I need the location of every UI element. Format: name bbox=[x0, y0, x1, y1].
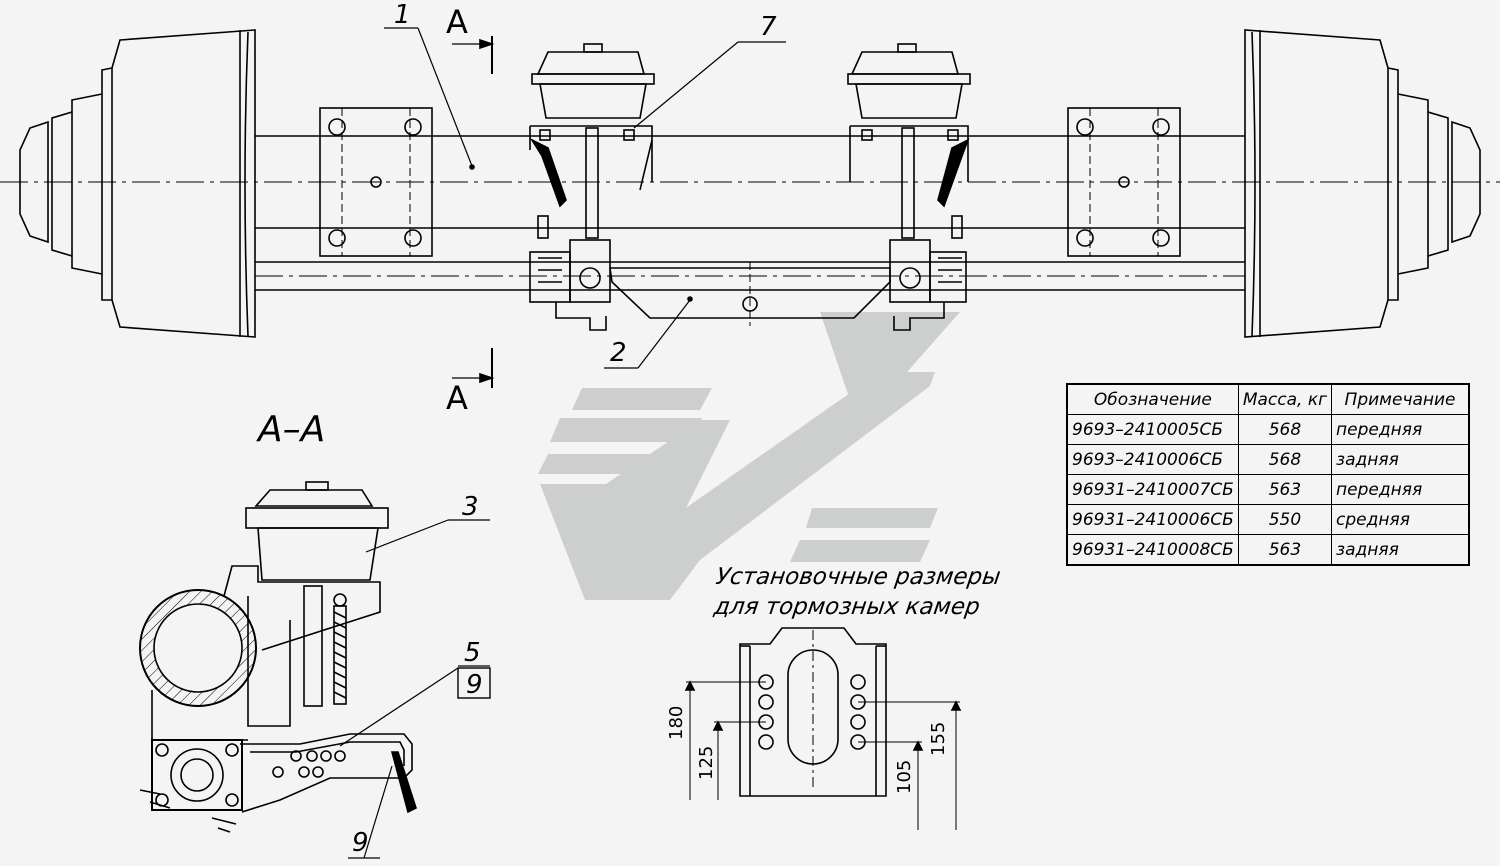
cell-designation: 9693–2410006СБ bbox=[1066, 444, 1239, 475]
cell-mass: 563 bbox=[1237, 534, 1333, 566]
callout-1: 1 bbox=[394, 0, 411, 30]
cell-note: передняя bbox=[1331, 414, 1470, 445]
cell-designation: 9693–2410005СБ bbox=[1066, 414, 1239, 445]
callout-9-bottom: 9 bbox=[352, 828, 369, 858]
section-letter-top: А bbox=[446, 3, 468, 41]
table-row: 96931–2410007СБ 563 передняя bbox=[1066, 474, 1470, 505]
left-brake-chamber bbox=[529, 43, 655, 331]
right-spring-pad bbox=[1067, 107, 1181, 257]
left-spring-pad bbox=[319, 107, 433, 257]
cell-mass: 568 bbox=[1237, 414, 1333, 445]
watermark-logo bbox=[538, 312, 960, 600]
axle-top-view bbox=[0, 27, 1500, 388]
section-letter-bottom: А bbox=[446, 379, 468, 417]
dimension-105: 105 bbox=[894, 759, 915, 794]
dimension-125: 125 bbox=[696, 745, 717, 780]
spec-table-header: Обозначение Масса, кг Примечание bbox=[1066, 383, 1470, 415]
cell-note: задняя bbox=[1331, 534, 1470, 566]
section-a-a-view bbox=[139, 481, 491, 859]
header-designation: Обозначение bbox=[1066, 383, 1239, 415]
mounting-plate-view bbox=[684, 627, 962, 830]
cell-designation: 96931–2410006СБ bbox=[1066, 504, 1239, 535]
spec-table: Обозначение Масса, кг Примечание 9693–24… bbox=[1066, 383, 1471, 566]
right-brake-chamber bbox=[847, 43, 971, 331]
table-row: 9693–2410006СБ 568 задняя bbox=[1066, 444, 1470, 475]
header-mass: Масса, кг bbox=[1237, 383, 1333, 415]
right-wheel-hub bbox=[1244, 29, 1481, 338]
dimension-180: 180 bbox=[666, 705, 687, 740]
cell-note: средняя bbox=[1331, 504, 1470, 535]
dimension-155: 155 bbox=[928, 721, 949, 756]
cell-mass: 568 bbox=[1237, 444, 1333, 475]
cell-mass: 550 bbox=[1237, 504, 1333, 535]
caption-line-1: Установочные размеры bbox=[714, 564, 1003, 590]
cell-note: задняя bbox=[1331, 444, 1470, 475]
section-title: А–А bbox=[258, 409, 326, 450]
cell-designation: 96931–2410007СБ bbox=[1066, 474, 1239, 505]
callout-7: 7 bbox=[760, 12, 777, 42]
cell-mass: 563 bbox=[1237, 474, 1333, 505]
callout-3: 3 bbox=[462, 492, 479, 522]
callout-9-box: 9 bbox=[466, 670, 483, 700]
cell-designation: 96931–2410008СБ bbox=[1066, 534, 1239, 566]
brake-carrier-plate bbox=[609, 262, 891, 326]
table-row: 96931–2410008СБ 563 задняя bbox=[1066, 534, 1470, 566]
caption-line-2: для тормозных камер bbox=[712, 594, 982, 620]
callout-5: 5 bbox=[464, 638, 481, 668]
table-row: 9693–2410005СБ 568 передняя bbox=[1066, 414, 1470, 445]
table-row: 96931–2410006СБ 550 средняя bbox=[1066, 504, 1470, 535]
left-wheel-hub bbox=[19, 29, 256, 338]
cell-note: передняя bbox=[1331, 474, 1470, 505]
callout-2: 2 bbox=[610, 338, 627, 368]
header-note: Примечание bbox=[1331, 383, 1470, 415]
